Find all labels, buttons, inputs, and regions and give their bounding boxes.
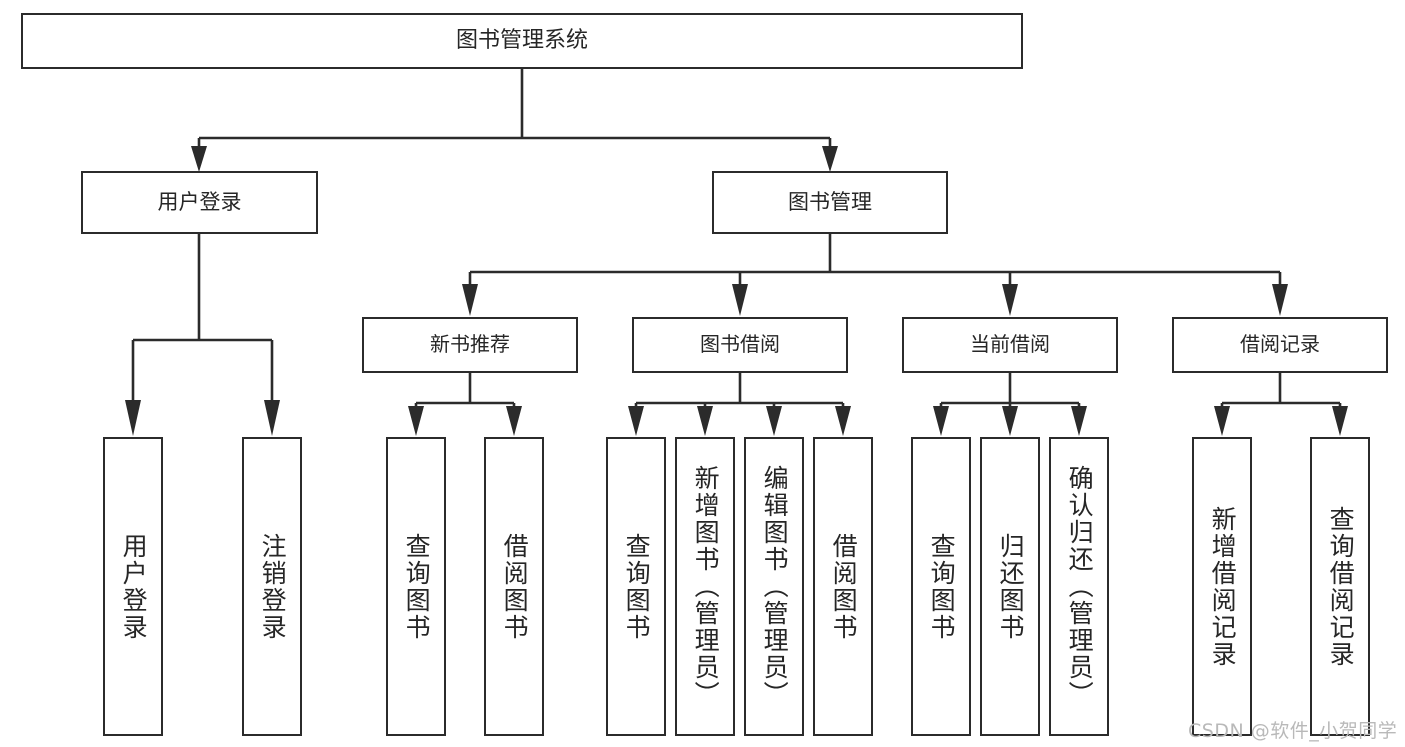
leaf-user-login[interactable]: 用户登录 (103, 437, 163, 736)
leaf-borrow-book-new[interactable]: 借阅图书 (484, 437, 544, 736)
node-user-login[interactable]: 用户登录 (81, 171, 318, 234)
node-label: 查询图书 (927, 532, 957, 641)
node-label: 借阅图书 (500, 532, 530, 641)
node-current-borrow[interactable]: 当前借阅 (902, 317, 1118, 373)
leaf-query-book-new[interactable]: 查询图书 (386, 437, 446, 736)
leaf-logout[interactable]: 注销登录 (242, 437, 302, 736)
node-label: 用户登录 (119, 532, 149, 641)
leaf-borrow-book[interactable]: 借阅图书 (813, 437, 873, 736)
leaf-return-book[interactable]: 归还图书 (980, 437, 1040, 736)
node-label: 归还图书 (996, 532, 1026, 641)
leaf-add-book-admin[interactable]: 新增图书（管理员） (675, 437, 735, 736)
leaf-edit-book-admin[interactable]: 编辑图书（管理员） (744, 437, 804, 736)
node-label: 图书借阅 (700, 332, 780, 357)
node-borrow-record[interactable]: 借阅记录 (1172, 317, 1388, 373)
node-label: 查询图书 (622, 532, 652, 641)
leaf-query-book-current[interactable]: 查询图书 (911, 437, 971, 736)
node-label: 查询借阅记录 (1326, 505, 1356, 668)
node-root-system[interactable]: 图书管理系统 (21, 13, 1023, 69)
node-label: 图书管理系统 (455, 28, 588, 54)
node-new-book-recommend[interactable]: 新书推荐 (362, 317, 578, 373)
node-label: 用户登录 (157, 190, 242, 215)
leaf-confirm-return-admin[interactable]: 确认归还（管理员） (1049, 437, 1109, 736)
node-label: 图书管理 (788, 190, 872, 215)
node-label: 注销登录 (258, 532, 288, 641)
leaf-query-borrow-record[interactable]: 查询借阅记录 (1310, 437, 1370, 736)
node-label: 新增借阅记录 (1208, 505, 1238, 668)
node-label: 编辑图书（管理员） (760, 465, 790, 708)
node-book-management[interactable]: 图书管理 (712, 171, 948, 234)
node-label: 借阅记录 (1240, 332, 1320, 357)
node-label: 新书推荐 (430, 332, 510, 357)
leaf-add-borrow-record[interactable]: 新增借阅记录 (1192, 437, 1252, 736)
node-label: 查询图书 (402, 532, 432, 641)
node-label: 当前借阅 (970, 332, 1050, 357)
leaf-query-book[interactable]: 查询图书 (606, 437, 666, 736)
node-label: 确认归还（管理员） (1065, 465, 1095, 708)
watermark: CSDN @软件_小贺同学 (1188, 720, 1398, 742)
node-book-borrow[interactable]: 图书借阅 (632, 317, 848, 373)
node-label: 借阅图书 (829, 532, 859, 641)
node-label: 新增图书（管理员） (691, 465, 721, 708)
